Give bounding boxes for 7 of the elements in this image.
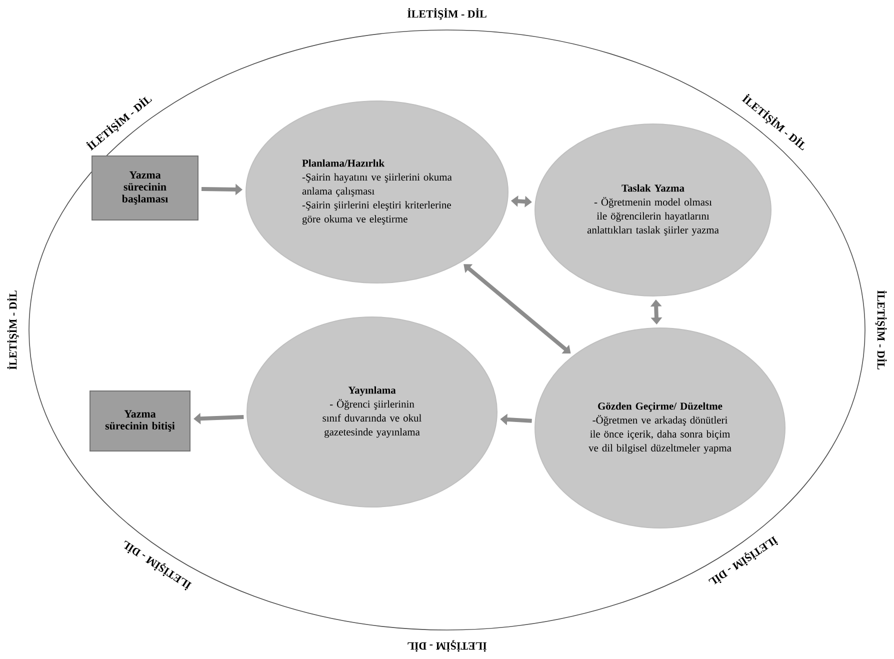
ring-label: İLETİŞİM - DİL	[408, 640, 487, 652]
process-box: Yazma sürecinin bitişi	[90, 390, 190, 452]
ring-label: İLETİŞİM - DİL	[875, 290, 887, 370]
process-box: Yazma sürecinin başlaması	[92, 155, 198, 220]
arrow	[464, 264, 571, 354]
ring-label: İLETİŞİM - DİL	[7, 290, 19, 370]
ring-label: İLETİŞİM - DİL	[408, 8, 486, 20]
